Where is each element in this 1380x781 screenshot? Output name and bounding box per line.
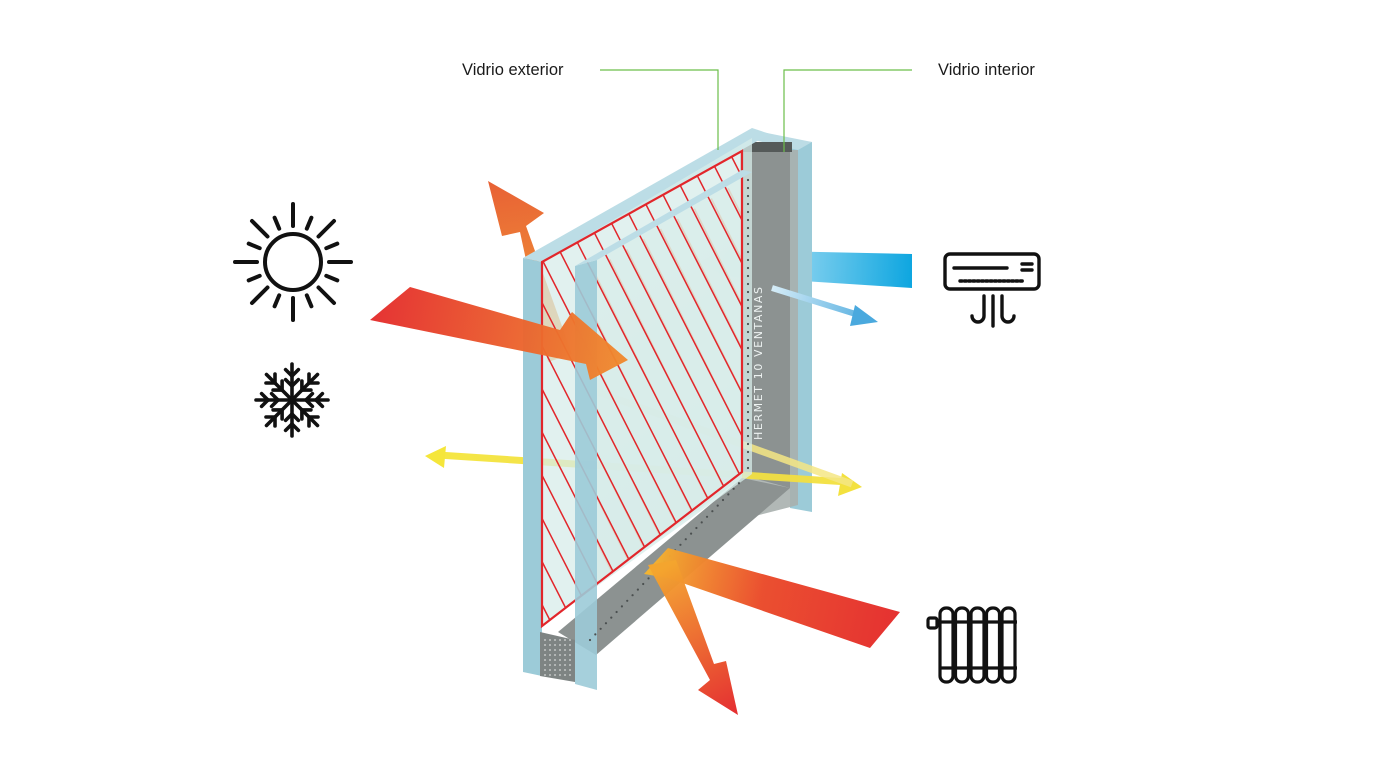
- radiator-heat-arrow: [644, 548, 900, 648]
- spacer-bar: HERMET 10 VENTANAS: [742, 142, 792, 488]
- radiator-heat-down-arrow: [648, 560, 738, 715]
- inner-glass-face: [580, 175, 742, 596]
- spacer-brand-text: HERMET 10 VENTANAS: [752, 285, 765, 440]
- solar-heat-arrow: [370, 287, 628, 380]
- radiator-icon: [926, 606, 1017, 684]
- inner-glass-label: Vidrio interior: [938, 61, 1035, 79]
- cold-reflect-arrow: [771, 285, 878, 326]
- spacer-perforation: [544, 178, 750, 676]
- outer-glass-pane: [523, 128, 770, 690]
- leader-lines: [600, 69, 912, 152]
- outer-glass-label: Vidrio exterior: [462, 61, 564, 79]
- snowflake-icon: [254, 362, 330, 438]
- air-conditioner-icon: [943, 252, 1041, 328]
- sun-icon: [233, 202, 353, 322]
